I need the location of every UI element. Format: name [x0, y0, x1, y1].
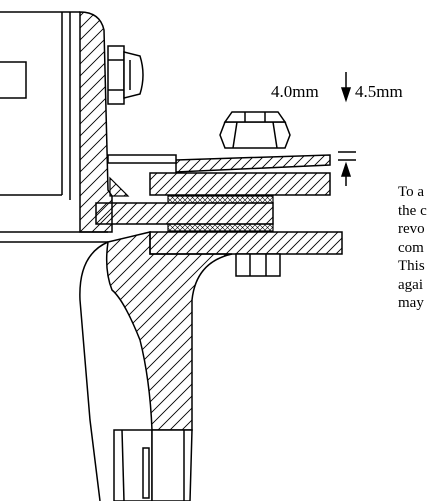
- note-line: revo: [398, 221, 425, 237]
- note-line: This: [398, 258, 425, 274]
- dimension-label-left: 4.0mm: [271, 82, 319, 101]
- note-line: agai: [398, 276, 423, 293]
- description-text: To a the c revo com This agai may: [398, 183, 438, 313]
- hub-stem: [113, 429, 193, 501]
- housing-wall: [79, 11, 113, 233]
- friction-lining-bottom: [167, 223, 274, 232]
- housing-outline: [0, 11, 109, 501]
- note-line: the c: [398, 202, 427, 219]
- note-line: com: [398, 239, 424, 256]
- hub-casting: [105, 231, 233, 431]
- note-line: To a: [398, 184, 425, 200]
- dimension-label-right: 4.5mm: [355, 82, 403, 101]
- wedge: [109, 176, 130, 197]
- pressure-plate: [149, 172, 331, 196]
- lower-plate: [149, 231, 343, 255]
- housing-bolt: [107, 45, 144, 105]
- lower-bolt: [235, 253, 281, 277]
- bracket-tab: [0, 61, 27, 99]
- gap-dimension: [338, 72, 356, 186]
- friction-plate: [95, 202, 274, 225]
- pressure-plate-upper: [175, 154, 331, 173]
- friction-lining-top: [167, 195, 274, 204]
- bolt-stub: [107, 154, 177, 164]
- note-line: may: [398, 295, 424, 311]
- adjusting-nut: [219, 111, 291, 149]
